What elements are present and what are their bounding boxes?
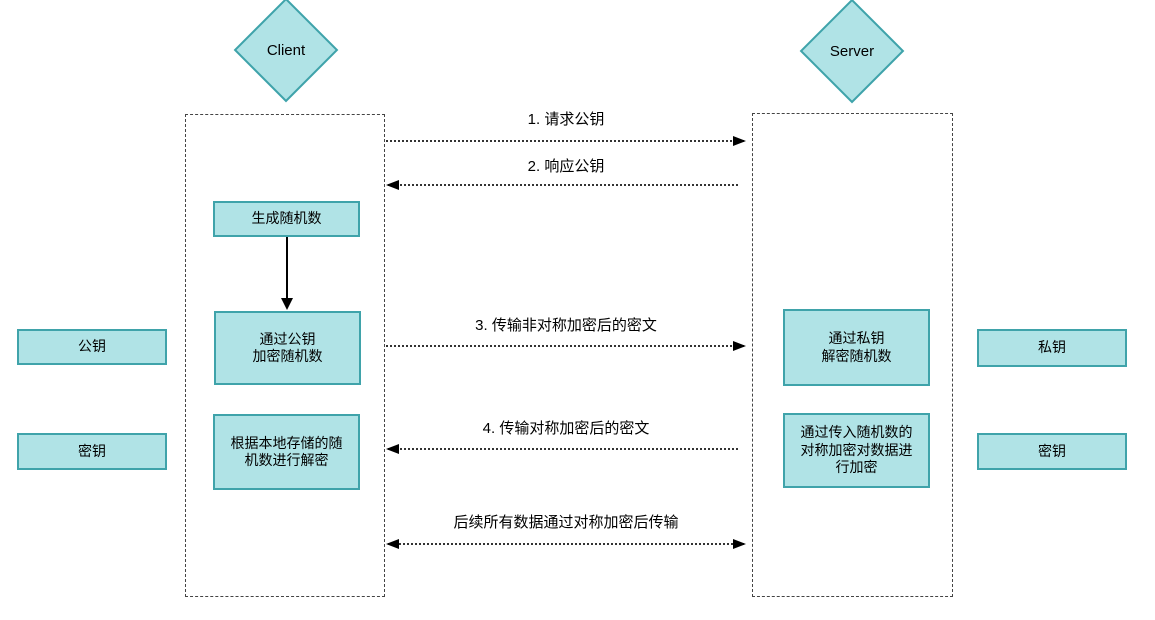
dotted-line [388, 448, 738, 450]
arrowhead-down-icon [281, 298, 293, 310]
message-2-arrow [386, 179, 738, 191]
encrypt-random-with-public-key-box: 通过公钥 加密随机数 [214, 311, 361, 385]
dotted-line [386, 345, 744, 347]
message-5-arrow [386, 538, 746, 550]
arrow-line [286, 237, 288, 299]
client-secret-key-box: 密钥 [17, 433, 167, 470]
arrowhead-left-icon [386, 180, 399, 190]
server-private-key-box: 私钥 [977, 329, 1127, 367]
generate-random-box: 生成随机数 [213, 201, 360, 237]
client-actor-label: Client [266, 41, 306, 59]
client-lifeline [185, 114, 385, 597]
server-secret-key-box: 密钥 [977, 433, 1127, 470]
message-4-label: 4. 传输对称加密后的密文 [482, 420, 650, 437]
dotted-line [386, 140, 744, 142]
generate-to-encrypt-arrow [281, 237, 293, 310]
message-5-label: 后续所有数据通过对称加密后传输 [453, 514, 679, 531]
message-4-arrow [386, 443, 738, 455]
message-1-label: 1. 请求公钥 [527, 111, 605, 128]
arrowhead-right-icon [733, 539, 746, 549]
arrowhead-right-icon [733, 136, 746, 146]
arrowhead-left-icon [386, 539, 399, 549]
message-3-arrow [386, 340, 746, 352]
arrowhead-right-icon [733, 341, 746, 351]
message-2-label: 2. 响应公钥 [527, 158, 605, 175]
message-1-arrow [386, 135, 746, 147]
server-actor-diamond: Server [799, 0, 905, 104]
server-lifeline [752, 113, 953, 597]
dotted-line [388, 184, 738, 186]
arrowhead-left-icon [386, 444, 399, 454]
client-public-key-box: 公钥 [17, 329, 167, 365]
client-actor-diamond: Client [233, 0, 339, 103]
dotted-line [388, 543, 744, 545]
message-3-label: 3. 传输非对称加密后的密文 [475, 317, 657, 334]
server-actor-label: Server [829, 42, 875, 60]
symmetric-encrypt-box: 通过传入随机数的 对称加密对数据进 行加密 [783, 413, 930, 488]
decrypt-random-with-private-key-box: 通过私钥 解密随机数 [783, 309, 930, 386]
decrypt-with-local-random-box: 根据本地存储的随 机数进行解密 [213, 414, 360, 490]
